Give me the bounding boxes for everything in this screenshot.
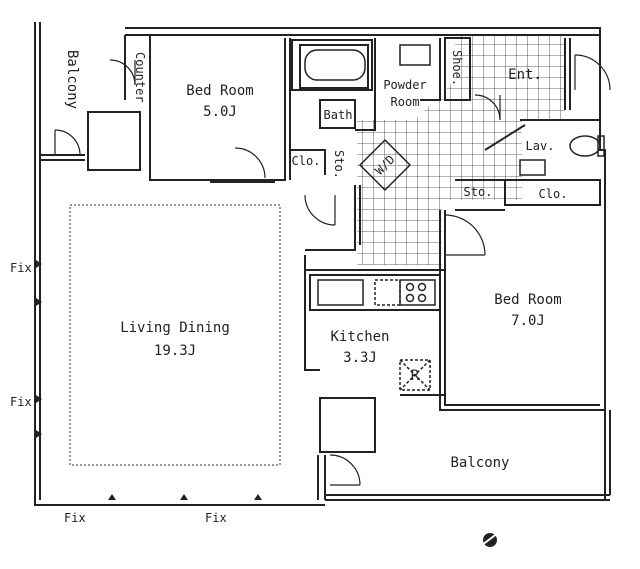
bedroom-1-name: Bed Room — [186, 83, 254, 99]
wd-box — [358, 138, 412, 192]
fridge-label: R — [410, 368, 420, 384]
doors — [54, 54, 611, 486]
bath-fixtures — [304, 44, 605, 176]
powder-room-label-1: Powder — [383, 78, 427, 92]
closet-label-1: Clo. — [291, 154, 321, 168]
outer-walls — [34, 22, 611, 506]
bedroom-1-size: 5.0J — [203, 104, 237, 120]
fix-label-left-2: Fix — [10, 395, 32, 409]
living-dining-name: Living Dining — [120, 320, 230, 336]
storage-label-2: Sto. — [463, 185, 493, 199]
storage-label-1: Sto. — [332, 150, 346, 179]
powder-room-label-2: Room — [390, 95, 420, 109]
entrance-label: Ent. — [508, 67, 542, 83]
room-label-balcony-top: Balcony — [64, 50, 80, 110]
living-dining-size: 19.3J — [153, 343, 197, 359]
living-rug — [69, 204, 281, 466]
shoe-label: Shoe. — [450, 50, 464, 87]
bedroom-2-name: Bed Room — [494, 292, 562, 308]
fix-label-bottom-1: Fix — [64, 511, 86, 525]
kitchen-size: 3.3J — [343, 350, 377, 366]
bedroom-2-size: 7.0J — [511, 313, 545, 329]
counter-label: Counter — [133, 52, 147, 103]
lav-label: Lav. — [525, 139, 555, 153]
fix-label-bottom-2: Fix — [205, 511, 227, 525]
kitchen-name: Kitchen — [330, 329, 390, 345]
tiled-floor — [357, 35, 565, 265]
window-marks — [36, 260, 262, 500]
closet-label-2: Clo. — [538, 187, 568, 201]
interior-walls — [40, 35, 605, 500]
kitchen-fixtures — [317, 279, 436, 391]
compass-icon — [481, 532, 499, 547]
bath-label: Bath — [323, 108, 353, 122]
room-label-balcony-bottom: Balcony — [450, 455, 510, 471]
fix-label-left-1: Fix — [10, 261, 32, 275]
